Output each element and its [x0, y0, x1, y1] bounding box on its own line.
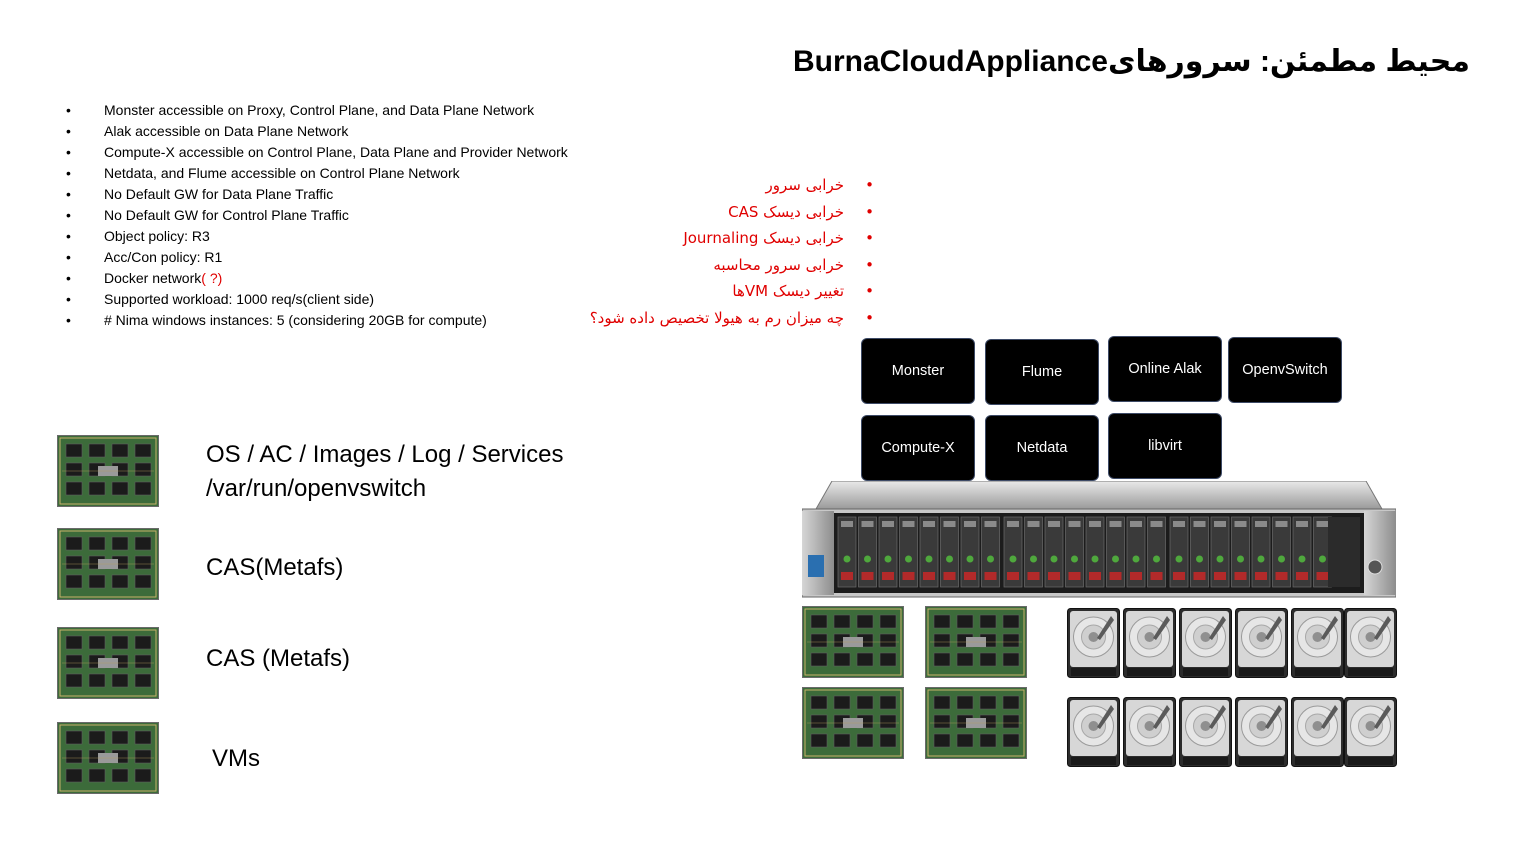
hdd-icon	[1179, 697, 1232, 767]
list-item: Alak accessible on Data Plane Network	[66, 121, 568, 142]
hdd-icon	[1291, 697, 1344, 767]
drive-bay	[1065, 516, 1084, 588]
question-note: ( ?)	[201, 270, 223, 286]
drive-bay	[919, 516, 939, 588]
ssd-icon	[802, 606, 904, 678]
hdd-icon	[1291, 608, 1344, 678]
list-item: # Nima windows instances: 5 (considering…	[66, 310, 568, 331]
hdd-icon	[1235, 608, 1288, 678]
list-item: No Default GW for Control Plane Traffic	[66, 205, 568, 226]
hdd-icon	[1123, 608, 1176, 678]
slide-title: محیط مطمئن: سرورهایBurnaCloudAppliance	[792, 45, 1470, 78]
rack-server-icon	[801, 480, 1397, 599]
drive-bay	[878, 516, 898, 588]
service-netdata: Netdata	[985, 415, 1099, 481]
ssd-icon	[57, 722, 159, 794]
drive-bay	[960, 516, 980, 588]
service-compute-x: Compute-X	[861, 415, 975, 481]
drive-bay	[1147, 516, 1166, 588]
service-flume: Flume	[985, 339, 1099, 405]
list-item: خرابی دیسک Journaling	[540, 225, 880, 252]
list-item: خرابی دیسک CAS	[540, 199, 880, 226]
drive-bay	[981, 516, 1000, 588]
hdd-icon	[1344, 608, 1397, 678]
list-item: خرابی سرور محاسبه	[540, 252, 880, 279]
disk-label-cas-1: CAS(Metafs)	[206, 554, 344, 581]
service-online-alak: Online Alak	[1108, 336, 1222, 402]
persian-bullet-list: خرابی سرور خرابی دیسک CAS خرابی دیسک Jou…	[540, 172, 880, 331]
drive-bay	[1126, 516, 1146, 588]
drive-bay	[1169, 516, 1189, 588]
service-libvirt: libvirt	[1108, 413, 1222, 479]
hdd-icon	[1179, 608, 1232, 678]
service-monster: Monster	[861, 338, 975, 404]
hdd-icon	[1067, 608, 1120, 678]
ssd-icon	[802, 687, 904, 759]
ssd-icon	[925, 687, 1027, 759]
disk-label-os: OS / AC / Images / Log / Services	[206, 441, 564, 468]
drive-bay	[1313, 516, 1332, 588]
list-item: تغییر دیسک VMها	[540, 278, 880, 305]
hdd-icon	[1123, 697, 1176, 767]
list-item: Acc/Con policy: R1	[66, 247, 568, 268]
list-item: Netdata, and Flume accessible on Control…	[66, 163, 568, 184]
service-openvswitch: OpenvSwitch	[1228, 337, 1342, 403]
hdd-icon	[1344, 697, 1397, 767]
list-item: Docker network( ?)	[66, 268, 568, 289]
hdd-icon	[1067, 697, 1120, 767]
drive-bay	[899, 516, 918, 588]
drive-bay	[1251, 516, 1271, 588]
drive-bay	[1272, 516, 1291, 588]
disk-label-openvswitch: /var/run/openvswitch	[206, 475, 427, 502]
list-item: چه میزان رم به هیولا تخصیص داده شود؟	[540, 305, 880, 332]
drive-bay	[1085, 516, 1105, 588]
drive-bay	[1292, 516, 1312, 588]
ssd-icon	[57, 435, 159, 507]
drive-bay	[837, 516, 857, 588]
drive-bay	[1231, 516, 1250, 588]
drive-bay	[1044, 516, 1064, 588]
disk-label-vms: VMs	[212, 745, 260, 772]
list-item: Compute-X accessible on Control Plane, D…	[66, 142, 568, 163]
drive-bay	[1190, 516, 1209, 588]
ssd-icon	[57, 627, 159, 699]
hdd-icon	[1235, 697, 1288, 767]
ssd-icon	[57, 528, 159, 600]
list-item: خرابی سرور	[540, 172, 880, 199]
drive-bay	[858, 516, 877, 588]
list-item: No Default GW for Data Plane Traffic	[66, 184, 568, 205]
drive-bay	[1003, 516, 1023, 588]
list-item: Monster accessible on Proxy, Control Pla…	[66, 100, 568, 121]
list-item: Supported workload: 1000 req/s(client si…	[66, 289, 568, 310]
disk-label-cas-2: CAS (Metafs)	[206, 645, 351, 672]
ssd-icon	[925, 606, 1027, 678]
drive-bay	[1106, 516, 1125, 588]
english-bullet-list: Monster accessible on Proxy, Control Pla…	[66, 100, 568, 331]
drive-bay	[940, 516, 959, 588]
drive-bay	[1024, 516, 1043, 588]
drive-bay	[1210, 516, 1230, 588]
list-item: Object policy: R3	[66, 226, 568, 247]
